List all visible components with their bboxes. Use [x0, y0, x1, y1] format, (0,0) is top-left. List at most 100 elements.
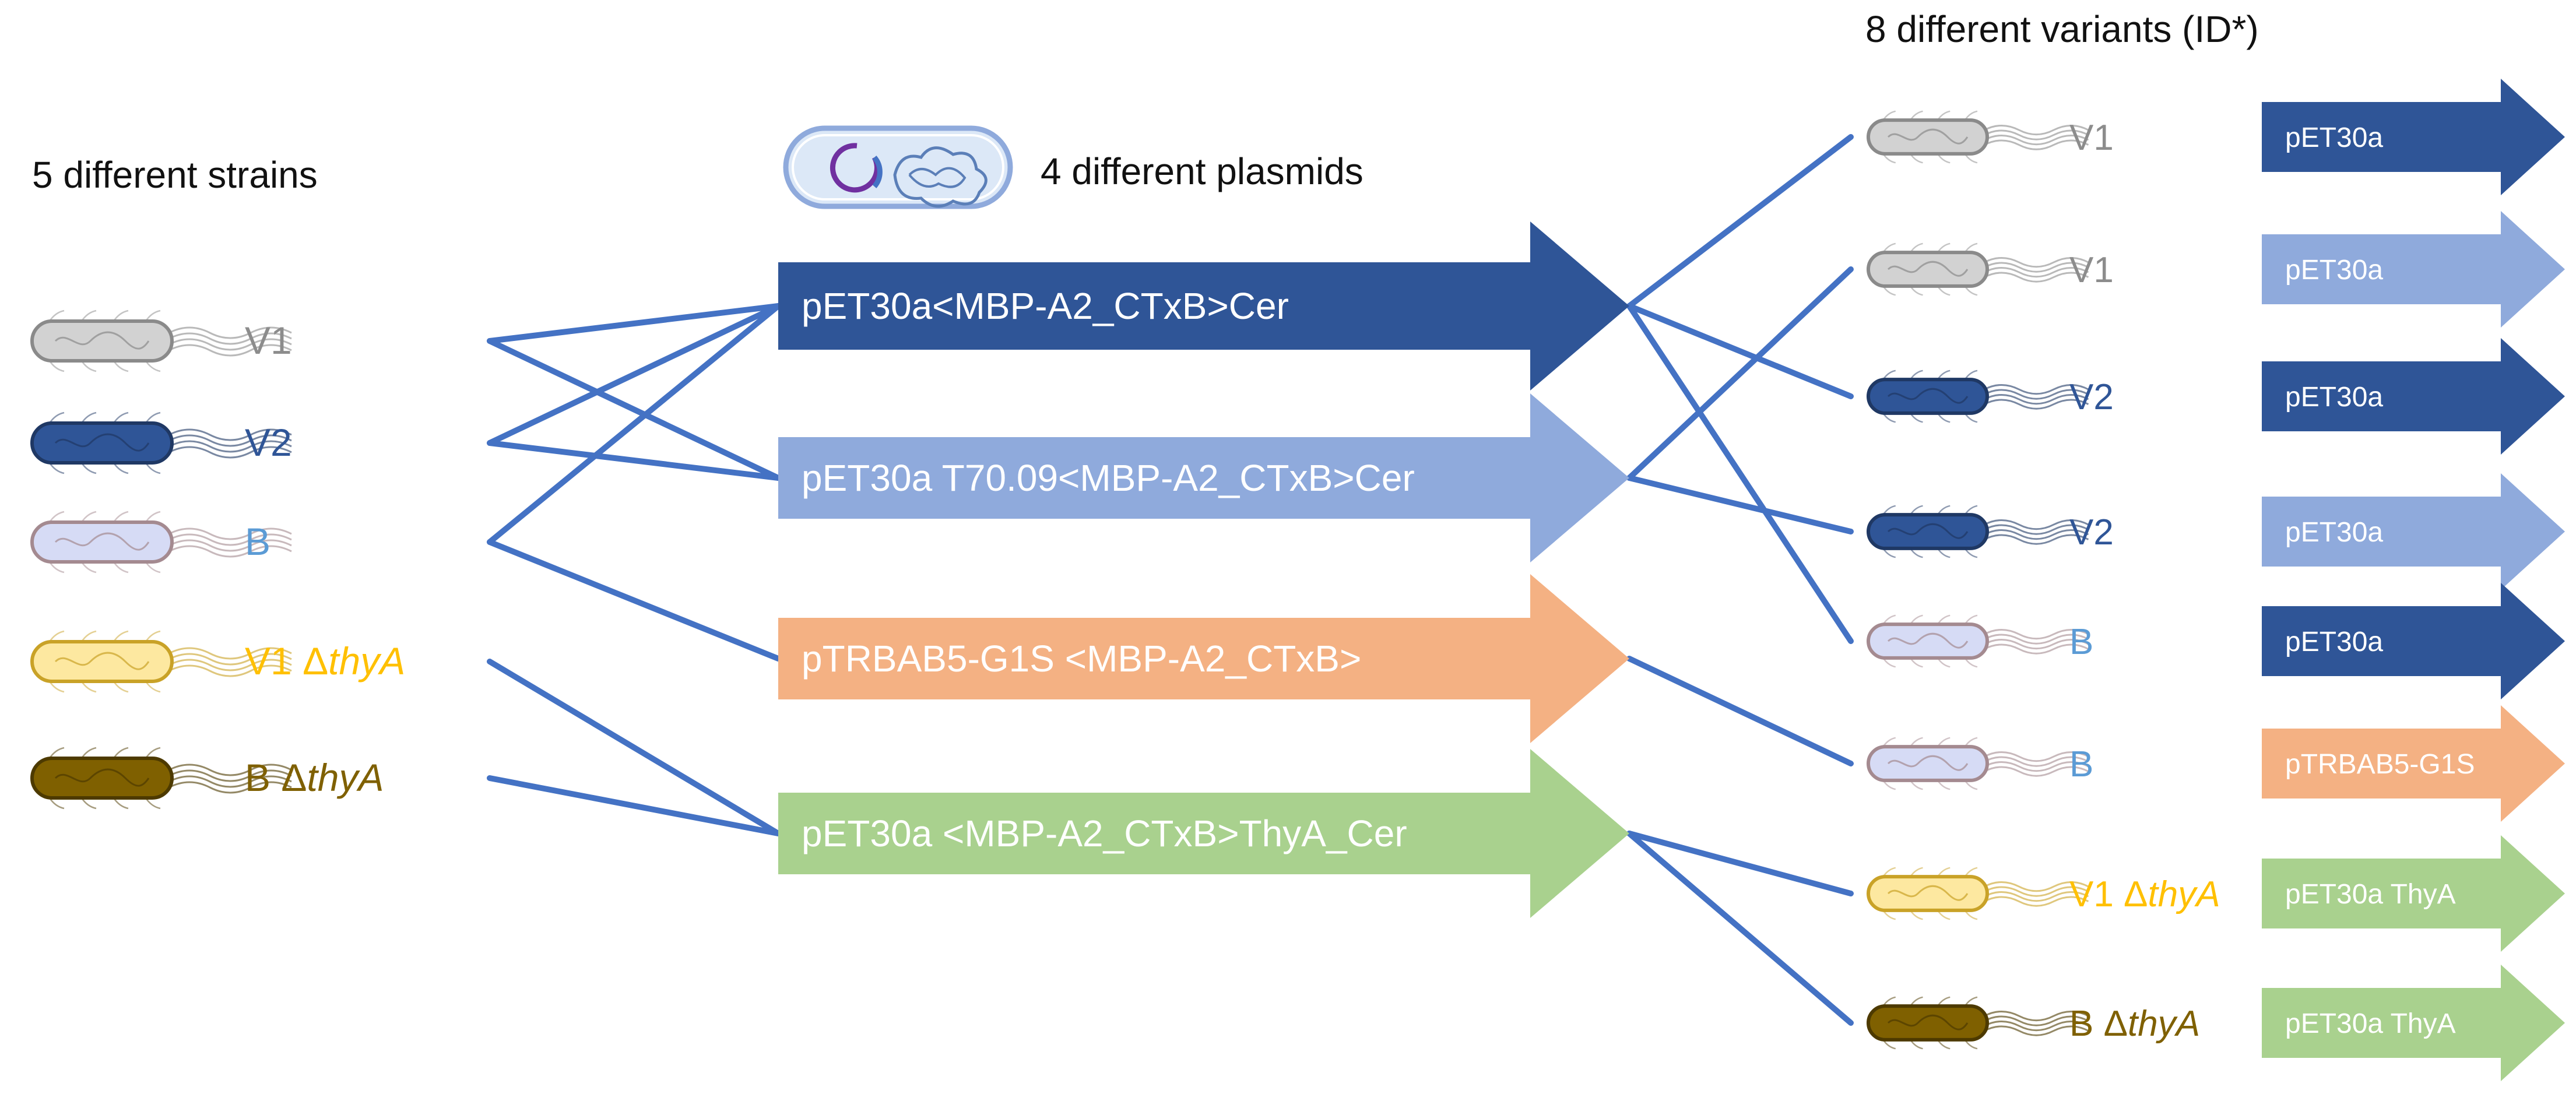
plasmid-p1: pET30a<MBP-A2_CTxB>Cer: [778, 221, 1629, 391]
variant-plasmid-arrow: [2262, 965, 2565, 1081]
bacterium-icon: [30, 309, 292, 372]
variant-plasmid-label: pET30a ThyA: [2285, 1008, 2456, 1039]
connector-strain-plasmid: [487, 303, 781, 545]
plasmid-arrow: [778, 393, 1629, 562]
plasmid-icon: [783, 125, 1013, 209]
variant-4: V2 pET30a: [1867, 473, 2565, 590]
strain-label-text: V2: [245, 421, 292, 464]
variant-plasmid-arrow: [2262, 473, 2565, 590]
strain-label-text: B Δ: [245, 756, 307, 799]
strain-V2: V2: [30, 411, 292, 474]
plasmid-p2: pET30a T70.09<MBP-A2_CTxB>Cer: [778, 393, 1629, 562]
variant-strain-label: B: [2069, 622, 2093, 662]
bacterium-icon: [30, 411, 292, 474]
connector-plasmid-variant: [1626, 134, 1854, 309]
variant-strain-label-gene: thyA: [2128, 1004, 2200, 1044]
variant-plasmid-label: pET30a: [2285, 627, 2383, 657]
strain-label-text: V1: [245, 319, 292, 362]
plasmid-arrow: [778, 221, 1629, 391]
connector-strain-plasmid: [487, 303, 781, 446]
bacterium-icon: [1867, 737, 2089, 790]
variant-1: V1 pET30a: [1867, 79, 2565, 195]
strains-header: 5 different strains: [32, 154, 318, 196]
variant-3: V2 pET30a: [1867, 338, 2565, 455]
strain-label: V1: [245, 319, 292, 362]
variant-strain-label: V1 ΔthyA: [2069, 874, 2220, 914]
strain-label-text: V1 Δ: [245, 639, 328, 683]
bacterium-icon: [1867, 614, 2089, 668]
bacterium-icon: [1867, 110, 2089, 164]
variant-plasmid-arrow: [2262, 705, 2565, 822]
variant-strain-label-text: V1: [2069, 118, 2114, 158]
plasmid-label: pET30a T70.09<MBP-A2_CTxB>Cer: [802, 457, 1415, 499]
bacterium-icon: [1867, 867, 2089, 920]
strain-V1thyA: V1 ΔthyA: [30, 630, 405, 693]
connector-plasmid-variant: [1626, 303, 1854, 399]
variant-strain-label-text: B: [2069, 744, 2093, 785]
variant-2: V1 pET30a: [1867, 211, 2565, 328]
strain-B: B: [30, 511, 292, 574]
strain-BthyA: B ΔthyA: [30, 747, 384, 810]
bacterium-icon: [30, 747, 292, 810]
strain-label: V1 ΔthyA: [245, 639, 405, 683]
variant-strain-label-text: V1 Δ: [2069, 874, 2148, 914]
bacterium-icon: [30, 630, 292, 693]
strain-label: B: [245, 520, 270, 563]
connector-layer: [487, 134, 1854, 1026]
variant-strain-label: V1: [2069, 118, 2114, 158]
variant-plasmid-label: pET30a: [2285, 517, 2383, 548]
connector-strain-plasmid: [487, 338, 781, 481]
bacterium-icon: [1867, 370, 2089, 423]
plasmid-arrow: [778, 749, 1629, 918]
variant-strain-label-gene: thyA: [2148, 874, 2220, 914]
plasmid-p4: pET30a <MBP-A2_CTxB>ThyA_Cer: [778, 749, 1629, 918]
connector-strain-plasmid: [487, 303, 781, 344]
connector-plasmid-variant: [1626, 303, 1854, 644]
connector-plasmid-variant: [1626, 831, 1854, 896]
variant-strain-label: B: [2069, 744, 2093, 785]
variant-strain-label: B ΔthyA: [2069, 1004, 2200, 1044]
variant-plasmid-label: pET30a: [2285, 382, 2383, 413]
bacterium-icon: [30, 511, 292, 574]
plasmid-arrow: [778, 574, 1629, 743]
strain-label-gene: thyA: [328, 639, 405, 683]
strain-label: B ΔthyA: [245, 756, 384, 799]
bacterium-icon: [1867, 505, 2089, 558]
plasmid-column: pET30a<MBP-A2_CTxB>Cer pET30a T70.09<MBP-…: [778, 221, 1629, 918]
variant-plasmid-arrow: [2262, 338, 2565, 455]
strain-label-gene: thyA: [307, 756, 384, 799]
variant-strain-label: V2: [2069, 377, 2114, 417]
strain-label: V2: [245, 421, 292, 464]
variant-strain-label-text: B Δ: [2069, 1004, 2128, 1044]
variant-8: B ΔthyA pET30a ThyA: [1867, 965, 2565, 1081]
connector-strain-plasmid: [487, 440, 781, 481]
connector-strain-plasmid: [487, 539, 781, 662]
variant-plasmid-arrow: [2262, 211, 2565, 328]
variant-strain-label: V2: [2069, 512, 2114, 553]
variant-plasmid-label: pET30a: [2285, 122, 2383, 153]
connector-strain-plasmid: [487, 659, 781, 836]
variant-strain-label-text: B: [2069, 622, 2093, 662]
variant-plasmid-label: pTRBAB5-G1S: [2285, 749, 2475, 780]
variant-plasmid-label: pET30a: [2285, 255, 2383, 286]
strain-V1: V1: [30, 309, 292, 372]
variant-plasmid-arrow: [2262, 79, 2565, 195]
connector-strain-plasmid: [487, 775, 781, 836]
variants-header: 8 different variants (ID*): [1865, 8, 2259, 50]
variant-strain-label-text: V2: [2069, 377, 2114, 417]
plasmids-header: 4 different plasmids: [1041, 150, 1363, 192]
plasmid-p3: pTRBAB5-G1S <MBP-A2_CTxB>: [778, 574, 1629, 743]
connector-plasmid-variant: [1626, 656, 1854, 766]
plasmid-label: pTRBAB5-G1S <MBP-A2_CTxB>: [802, 638, 1361, 680]
plasmid-label: pET30a <MBP-A2_CTxB>ThyA_Cer: [802, 812, 1407, 854]
variant-plasmid-arrow: [2262, 835, 2565, 952]
variant-strain-label-text: V1: [2069, 250, 2114, 290]
bacterium-icon: [1867, 996, 2089, 1050]
connector-plasmid-variant: [1626, 266, 1854, 481]
